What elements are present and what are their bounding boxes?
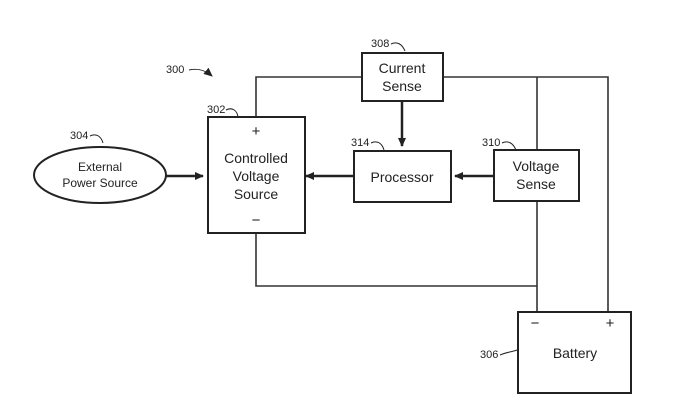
- ref-310-leader: [501, 141, 517, 151]
- ref-314-leader: [370, 141, 385, 151]
- cvs-line1: Controlled: [224, 150, 288, 166]
- current-sense-block: Current Sense: [361, 52, 444, 102]
- wire-cvs-to-battery-minus: [255, 233, 537, 287]
- controlled-voltage-source-block: + Controlled Voltage Source −: [207, 116, 306, 234]
- signal-arrows: [166, 101, 493, 180]
- voltage-sense-block: Voltage Sense: [493, 149, 580, 202]
- cvs-plus-sign: +: [252, 123, 261, 140]
- figure-number: 300: [166, 64, 184, 76]
- cvs-minus-sign: −: [252, 212, 261, 229]
- battery-block: − + Battery: [517, 311, 632, 394]
- processor-label: Processor: [370, 169, 433, 185]
- voltage-sense-line1: Voltage: [513, 158, 560, 174]
- current-sense-line1: Current: [379, 60, 426, 76]
- ref-304-leader: [89, 134, 104, 144]
- ref-306-leader: [499, 349, 518, 356]
- external-power-source-line2: Power Source: [62, 176, 138, 190]
- ref-310: 310: [482, 137, 500, 149]
- battery-plus-sign: +: [606, 315, 615, 332]
- ref-308-leader: [390, 42, 406, 52]
- wire-current-sense-to-battery-plus: [443, 76, 609, 312]
- ref-306: 306: [480, 349, 498, 361]
- current-sense-line2: Sense: [382, 78, 422, 94]
- ref-302-leader: [225, 108, 239, 118]
- processor-block: Processor: [353, 150, 452, 203]
- wire-cvs-to-current-sense: [255, 76, 362, 117]
- battery-minus-sign: −: [531, 315, 540, 332]
- external-power-source-line1: External: [78, 160, 122, 174]
- ref-308: 308: [371, 38, 389, 50]
- wires: [255, 76, 609, 312]
- ref-314: 314: [351, 137, 369, 149]
- battery-label: Battery: [553, 345, 597, 361]
- figure-number-arrow: [188, 67, 213, 77]
- voltage-sense-line2: Sense: [516, 176, 556, 192]
- ref-302: 302: [207, 104, 225, 116]
- ref-304: 304: [70, 130, 88, 142]
- cvs-line3: Source: [234, 186, 279, 202]
- external-power-source-block: External Power Source: [33, 146, 167, 204]
- cvs-line2: Voltage: [233, 168, 280, 184]
